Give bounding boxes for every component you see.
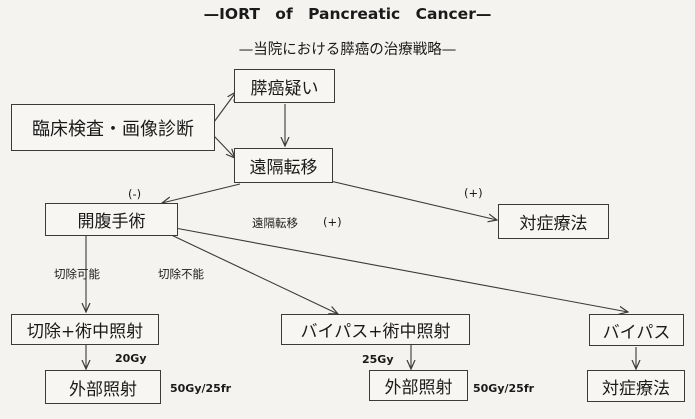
label-dose-20gy: 20Gy — [115, 352, 147, 365]
label-dose-25gy: 25Gy — [362, 353, 394, 366]
node-laparotomy: 開腹手術 — [45, 203, 178, 236]
label-minus: (-) — [128, 187, 142, 201]
label-metastasis-plus-sign: (+) — [323, 215, 342, 229]
node-resection-iort: 切除+術中照射 — [11, 314, 159, 345]
arrow-exam-to-suspected — [213, 92, 236, 123]
label-ebrt-dose-left: 50Gy/25fr — [170, 382, 232, 395]
page-subtitle: —当院における膵癌の治療戦略— — [238, 42, 457, 58]
label-metastasis-plus-text: 遠隔転移 — [252, 216, 298, 230]
node-bypass-iort: バイパス+術中照射 — [281, 314, 470, 345]
label-plus: (+) — [464, 186, 483, 200]
node-palliative-bottom: 対症療法 — [587, 370, 685, 402]
arrow-exam-to-metastasis — [213, 135, 235, 158]
node-ebrt-left: 外部照射 — [45, 370, 161, 404]
node-exam: 臨床検査・画像診断 — [11, 104, 215, 151]
arrow-metastasis-to-palliative — [325, 179, 497, 220]
label-resectable: 切除可能 — [54, 267, 100, 281]
page-title: —IORT of Pancreatic Cancer— — [203, 5, 492, 23]
arrow-laparotomy-to-bypass — [174, 227, 628, 312]
label-unresectable: 切除不能 — [158, 267, 204, 281]
arrow-laparotomy-to-bypass-iort — [164, 231, 338, 314]
label-ebrt-dose-mid: 50Gy/25fr — [473, 382, 535, 395]
node-palliative-top: 対症療法 — [498, 204, 609, 239]
arrow-metastasis-to-laparotomy — [162, 183, 241, 203]
node-metastasis: 遠隔転移 — [234, 148, 333, 183]
node-suspected: 膵癌疑い — [234, 69, 335, 103]
node-ebrt-mid: 外部照射 — [369, 370, 468, 401]
node-bypass: バイパス — [589, 314, 684, 346]
